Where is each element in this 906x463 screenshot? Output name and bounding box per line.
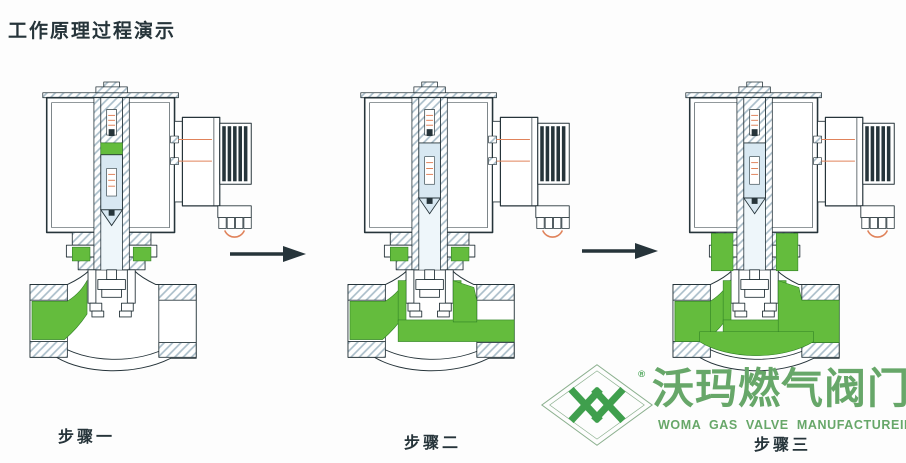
brand-name-cn: 沃玛燃气阀门 [652,365,906,412]
gas-flow-opening [349,246,515,342]
step-label-1: 步骤一 [58,429,116,446]
registered-mark: ® [638,369,645,380]
gas-flow-closed [31,142,152,340]
valve-diagram-step-2 [347,81,571,372]
right-arrow-icon [230,246,306,262]
valve-diagram-step-1 [29,81,253,372]
right-arrow-icon [582,243,658,259]
plunger [100,154,123,227]
plunger [418,142,441,215]
page-title: 工作原理过程演示 [8,21,177,42]
brand-logo-icon: ® [540,364,654,446]
step-label-3: 步骤三 [754,437,812,454]
plunger [743,142,766,215]
step-label-2: 步骤二 [404,435,462,452]
brand-watermark: ® 沃玛燃气阀门 WOMA GAS VALVE MANUFACTUREING [530,350,906,463]
brand-name-en: WOMA GAS VALVE MANUFACTUREING [658,418,906,432]
gas-flow-open [674,233,840,356]
valve-diagram-step-3 [672,81,896,372]
